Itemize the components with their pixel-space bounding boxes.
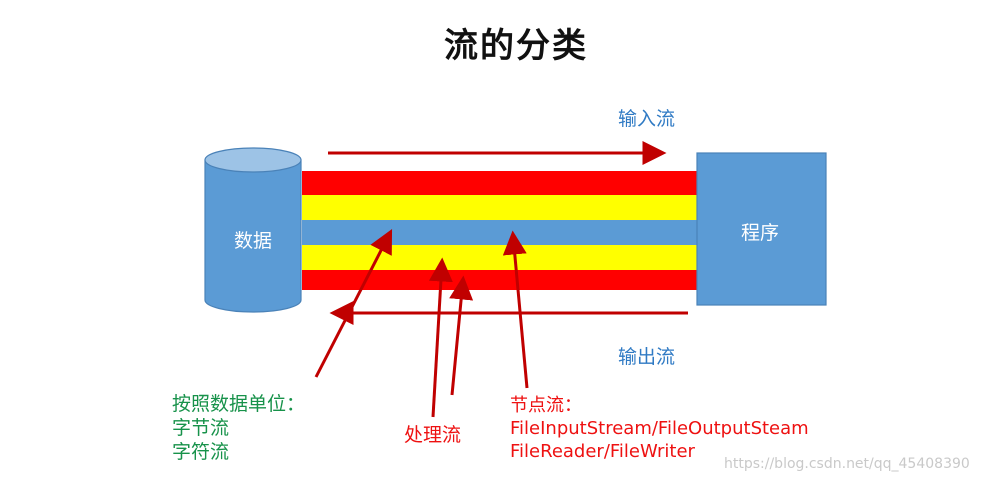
data-node-label: 数据	[234, 230, 273, 252]
pointer-arrow-node-stream	[502, 230, 529, 389]
watermark: https://blog.csdn.net/qq_45408390	[724, 456, 970, 472]
input-flow-label: 输入流	[618, 108, 676, 130]
pointer-arrow-processing-2	[449, 275, 474, 396]
output-flow-label: 输出流	[618, 346, 676, 368]
program-node-label: 程序	[741, 222, 780, 244]
file-stream-item: FileInputStream/FileOutputSteam	[510, 418, 809, 439]
processing-stream-label: 处理流	[404, 424, 462, 446]
pipe-band-red-top	[302, 171, 698, 195]
pipe-band-yellow-top	[302, 195, 698, 220]
diagram-title: 流的分类	[444, 26, 588, 66]
data-cylinder	[204, 147, 302, 313]
node-stream-category: 节点流： FileInputStream/FileOutputSteam Fil…	[510, 394, 809, 463]
by-unit-category: 按照数据单位： 字节流 字符流	[172, 392, 305, 464]
file-reader-writer-item: FileReader/FileWriter	[510, 441, 695, 462]
pipe-band-blue-middle	[302, 220, 698, 245]
pipe-band-red-bottom	[302, 270, 698, 290]
program-box	[696, 152, 827, 306]
by-unit-heading: 按照数据单位：	[172, 393, 306, 415]
node-stream-heading: 节点流：	[510, 395, 582, 416]
pointer-arrow-processing-1	[428, 257, 453, 418]
char-stream-item: 字符流	[172, 441, 230, 463]
byte-stream-item: 字节流	[172, 417, 230, 439]
pointer-arrow-by-unit	[314, 228, 393, 378]
pipe-band-yellow-bottom	[302, 245, 698, 270]
